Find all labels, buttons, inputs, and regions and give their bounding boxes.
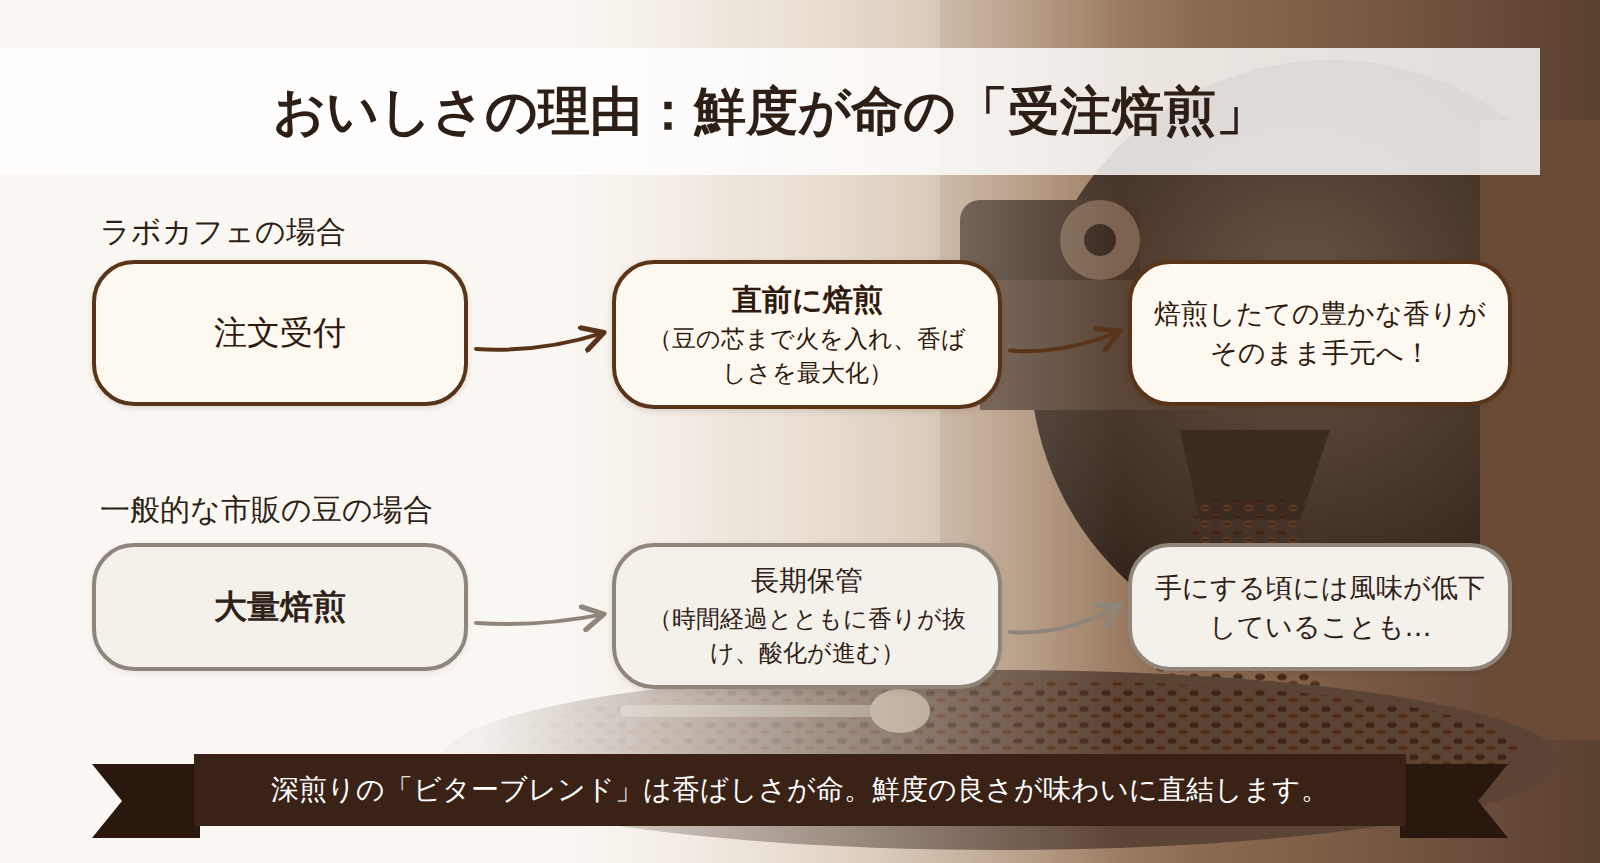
section-label: 一般的な市販の豆の場合 bbox=[100, 490, 433, 531]
flow-arrow bbox=[1010, 331, 1120, 351]
process-box: 手にする頃には風味が低下していることも… bbox=[1128, 543, 1512, 671]
process-box: 注文受付 bbox=[92, 260, 468, 406]
flow-arrow bbox=[1010, 605, 1120, 633]
caption-ribbon: 深煎りの「ビターブレンド」は香ばしさが命。鮮度の良さが味わいに直結します。 bbox=[196, 754, 1404, 826]
section-label: ラボカフェの場合 bbox=[100, 212, 346, 253]
process-box: 長期保管（時間経過とともに香りが抜け、酸化が進む） bbox=[612, 543, 1002, 689]
flow-arrow bbox=[476, 333, 604, 350]
box-note: （豆の芯まで火を入れ、香ばしさを最大化） bbox=[638, 322, 976, 392]
flow-arrow bbox=[476, 614, 604, 624]
box-heading: 注文受付 bbox=[214, 309, 346, 357]
box-heading: 手にする頃には風味が低下していることも… bbox=[1154, 568, 1486, 646]
box-heading: 直前に焙煎 bbox=[732, 278, 883, 322]
process-box: 大量焙煎 bbox=[92, 543, 468, 671]
box-heading: 大量焙煎 bbox=[214, 583, 346, 631]
process-box: 直前に焙煎（豆の芯まで火を入れ、香ばしさを最大化） bbox=[612, 260, 1002, 409]
box-heading: 長期保管 bbox=[751, 561, 863, 602]
box-note: （時間経過とともに香りが抜け、酸化が進む） bbox=[638, 602, 976, 672]
box-heading: 焙煎したての豊かな香りがそのまま手元へ！ bbox=[1154, 294, 1486, 372]
title: おいしさの理由：鮮度が命の「受注焙煎」 bbox=[0, 48, 1540, 175]
process-box: 焙煎したての豊かな香りがそのまま手元へ！ bbox=[1128, 260, 1512, 406]
